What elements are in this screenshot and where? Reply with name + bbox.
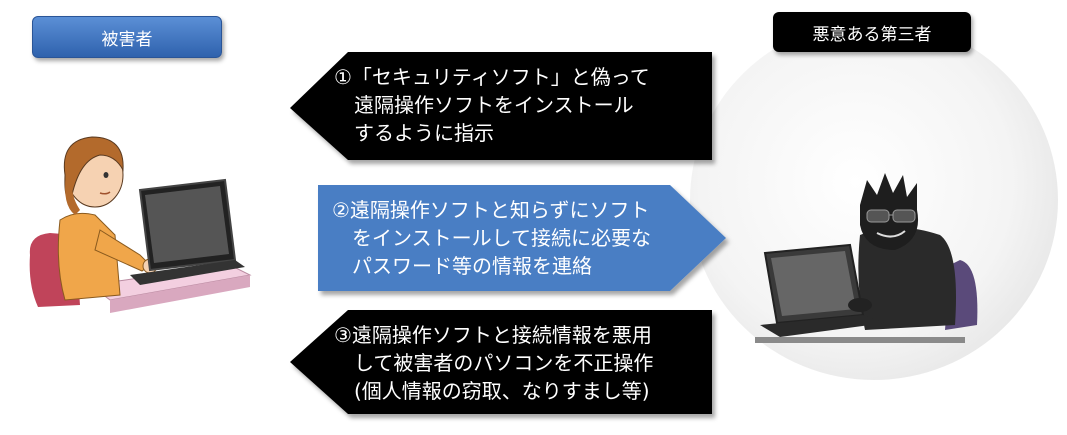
step1-text: ①「セキュリティソフト」と偽って 遠隔操作ソフトをインストール するように指示: [334, 63, 650, 147]
step3-text: ③遠隔操作ソフトと接続情報を悪用 して被害者のパソコンを不正操作 (個人情報の窃…: [334, 321, 653, 405]
step2-text: ②遠隔操作ソフトと知らずにソフト をインストールして接続に必要な パスワード等の…: [332, 196, 651, 280]
woman-at-laptop-icon: [20, 115, 280, 435]
hacker-at-laptop-icon: [755, 165, 995, 345]
